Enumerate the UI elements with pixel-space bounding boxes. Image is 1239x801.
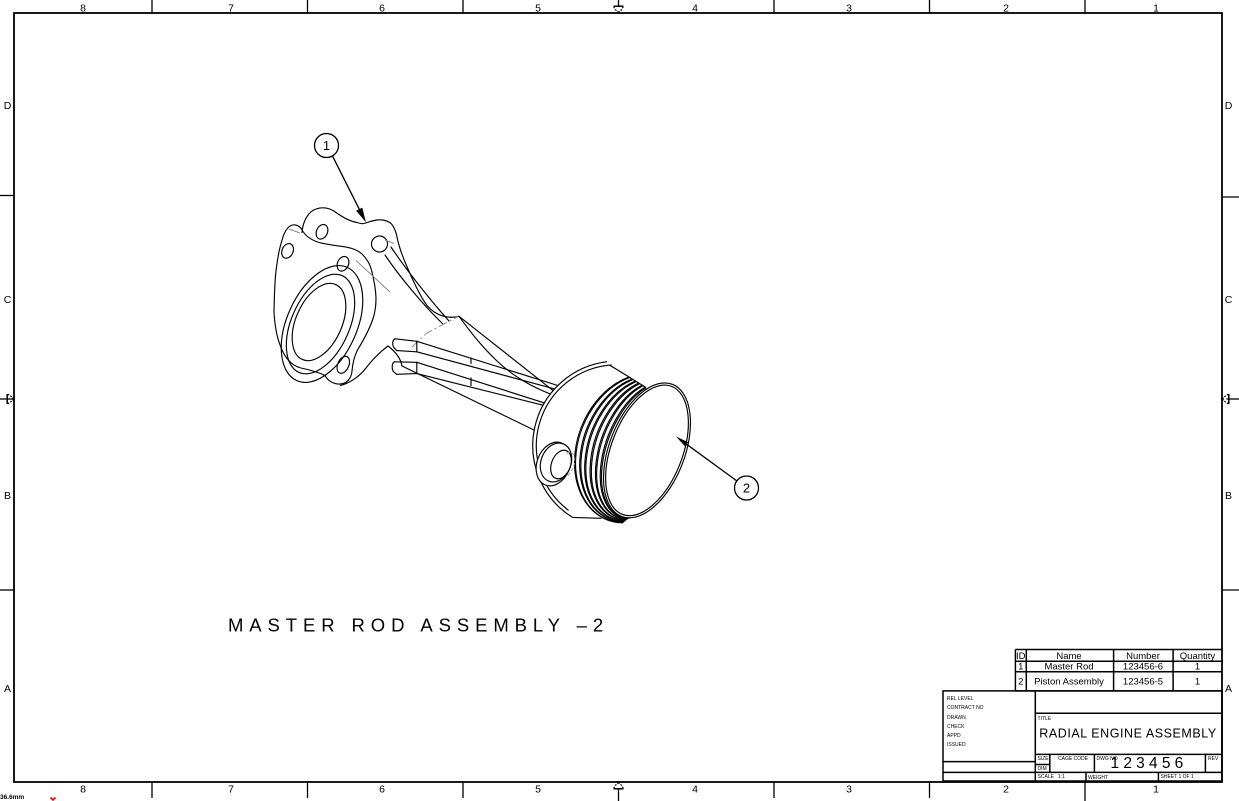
svg-text:DWG NO: DWG NO <box>1097 756 1118 762</box>
svg-text:5: 5 <box>535 3 541 15</box>
svg-text:RADIAL ENGINE ASSEMBLY: RADIAL ENGINE ASSEMBLY <box>1039 727 1217 741</box>
svg-text:4: 4 <box>692 784 698 796</box>
svg-text:CONTRACT NO: CONTRACT NO <box>947 705 984 711</box>
svg-text:4: 4 <box>692 3 698 15</box>
svg-text:SIZE: SIZE <box>1038 756 1050 762</box>
svg-text:6: 6 <box>379 3 385 15</box>
svg-text:Master Rod: Master Rod <box>1044 662 1093 673</box>
svg-text:B: B <box>1225 490 1232 502</box>
svg-text:Piston Assembly: Piston Assembly <box>1034 677 1104 688</box>
svg-text:3: 3 <box>846 3 852 15</box>
svg-text:D: D <box>1225 100 1233 112</box>
svg-text:REL LEVEL: REL LEVEL <box>947 696 974 702</box>
svg-text:123456-6: 123456-6 <box>1123 662 1163 673</box>
svg-text:CHECK: CHECK <box>947 724 965 730</box>
svg-text:WEIGHT: WEIGHT <box>1088 775 1108 781</box>
svg-text:2: 2 <box>1003 3 1009 15</box>
svg-text:2: 2 <box>1003 784 1009 796</box>
svg-text:1: 1 <box>1153 784 1159 796</box>
svg-text:TITLE: TITLE <box>1038 716 1052 722</box>
svg-text:1: 1 <box>1195 677 1200 688</box>
svg-text:APPD: APPD <box>947 733 961 739</box>
svg-text:3: 3 <box>846 784 852 796</box>
svg-text:2: 2 <box>1018 677 1023 688</box>
svg-text:1:1: 1:1 <box>1058 774 1065 780</box>
svg-text:1: 1 <box>1195 662 1200 673</box>
svg-text:36.6mm: 36.6mm <box>0 794 24 801</box>
svg-text:A: A <box>1225 683 1232 695</box>
svg-text:ID: ID <box>1016 651 1026 662</box>
svg-text:A: A <box>4 683 11 695</box>
svg-text:B: B <box>4 490 11 502</box>
svg-text:MASTER ROD ASSEMBLY –2: MASTER ROD ASSEMBLY –2 <box>228 615 609 636</box>
svg-text:C: C <box>1225 294 1233 306</box>
svg-text:Name: Name <box>1056 651 1081 662</box>
svg-text:2: 2 <box>743 481 750 496</box>
svg-text:1: 1 <box>323 138 330 153</box>
svg-text:123456-5: 123456-5 <box>1123 677 1163 688</box>
svg-text:C: C <box>4 294 12 306</box>
svg-text:1: 1 <box>1153 3 1159 15</box>
svg-text:ISSUED: ISSUED <box>947 742 966 748</box>
svg-text:Quantity: Quantity <box>1180 651 1216 662</box>
svg-text:DRAWN: DRAWN <box>947 715 966 721</box>
svg-text:8: 8 <box>80 3 86 15</box>
svg-text:DIM: DIM <box>1038 766 1047 772</box>
svg-text:7: 7 <box>228 3 234 15</box>
svg-text:8: 8 <box>80 784 86 796</box>
svg-text:SCALE: SCALE <box>1038 774 1055 780</box>
svg-text:7: 7 <box>228 784 234 796</box>
svg-text:Number: Number <box>1126 651 1160 662</box>
svg-text:1: 1 <box>1018 662 1023 673</box>
svg-text:SHEET 1 OF 1: SHEET 1 OF 1 <box>1161 774 1194 780</box>
svg-text:REV: REV <box>1208 756 1219 762</box>
svg-text:5: 5 <box>535 784 541 796</box>
svg-text:D: D <box>4 100 12 112</box>
svg-text:6: 6 <box>379 784 385 796</box>
svg-text:123456: 123456 <box>1111 755 1188 772</box>
svg-text:CAGE CODE: CAGE CODE <box>1058 756 1089 762</box>
